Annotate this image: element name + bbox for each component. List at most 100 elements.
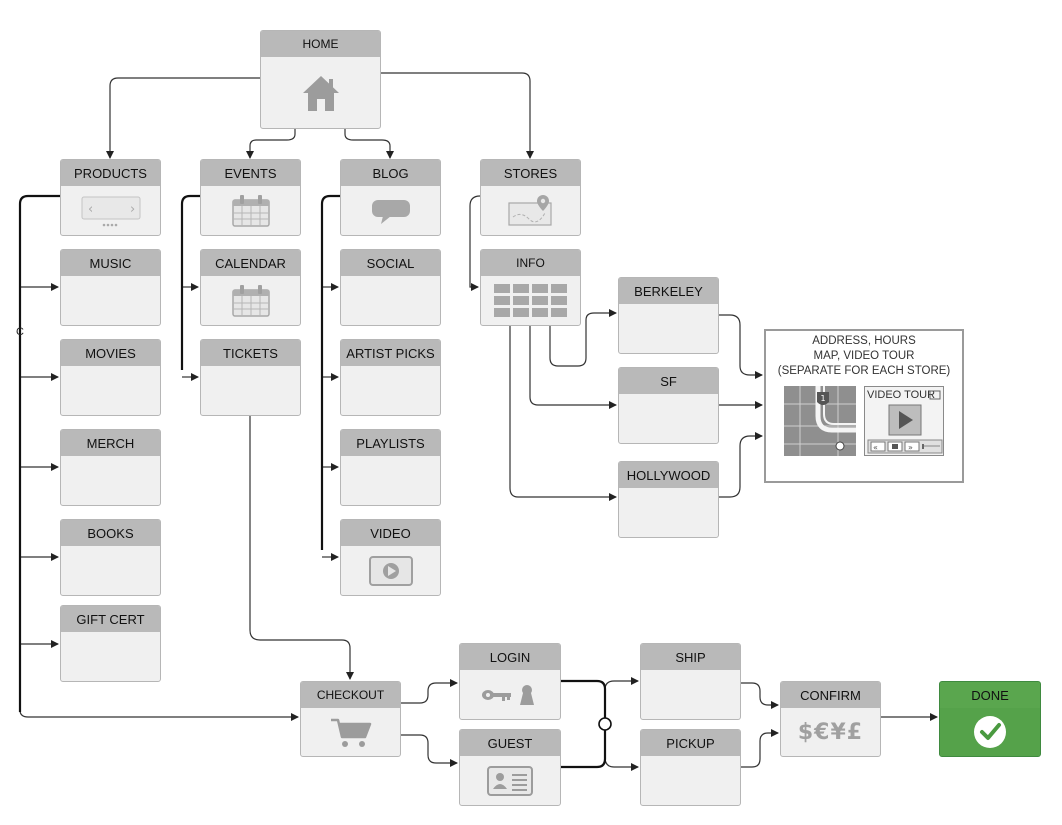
- wire-home-blog: [344, 128, 394, 159]
- wire-products-checkout: [19, 709, 299, 721]
- wire-info-sf: [529, 326, 617, 409]
- svg-text:1: 1: [820, 394, 825, 403]
- node-calendar[interactable]: CALENDAR: [200, 249, 301, 326]
- wire-home-stores: [380, 72, 534, 159]
- node-login-label: LOGIN: [460, 644, 560, 670]
- node-sf-label: SF: [619, 368, 718, 394]
- node-done[interactable]: DONE: [939, 681, 1041, 757]
- node-social-label: SOCIAL: [341, 250, 440, 276]
- node-done-label: DONE: [940, 682, 1040, 709]
- node-confirm[interactable]: CONFIRM $€¥£: [780, 681, 881, 757]
- node-playlists-label: PLAYLISTS: [341, 430, 440, 456]
- node-music-label: MUSIC: [61, 250, 160, 276]
- svg-text:»: »: [908, 443, 913, 452]
- wire-checkout-guest: [401, 734, 458, 767]
- carousel-icon: ‹ ›: [81, 196, 140, 226]
- wire-stores-info: [469, 195, 481, 291]
- video-tour-label: VIDEO TOUR: [867, 389, 936, 401]
- play-button-icon: [368, 555, 413, 586]
- node-products-label: PRODUCTS: [61, 160, 160, 186]
- stray-mark: C: [16, 326, 24, 338]
- currency-icon: $€¥£: [797, 719, 864, 745]
- node-video[interactable]: VIDEO: [340, 519, 441, 596]
- node-ship[interactable]: SHIP: [640, 643, 741, 720]
- wire-info-berkeley: [549, 309, 617, 367]
- node-sf[interactable]: SF: [618, 367, 719, 444]
- node-hollywood-label: HOLLYWOOD: [619, 462, 718, 488]
- node-stores-label: STORES: [481, 160, 580, 186]
- node-music[interactable]: MUSIC: [60, 249, 161, 326]
- trunk-events: [180, 194, 200, 370]
- node-social[interactable]: SOCIAL: [340, 249, 441, 326]
- wire-merge-pickup: [604, 756, 639, 771]
- svg-text:›: ›: [130, 202, 135, 217]
- node-home-label: HOME: [261, 31, 380, 57]
- node-hollywood[interactable]: HOLLYWOOD: [618, 461, 719, 538]
- trunk-blog: [320, 194, 340, 550]
- store-note-line3: (SEPARATE FOR EACH STORE): [777, 365, 951, 377]
- node-stores[interactable]: STORES: [480, 159, 581, 236]
- grid-icon: [493, 283, 567, 317]
- node-blog[interactable]: BLOG: [340, 159, 441, 236]
- node-video-label: VIDEO: [341, 520, 440, 546]
- svg-text:‹: ‹: [88, 202, 93, 217]
- node-tickets-label: TICKETS: [201, 340, 300, 366]
- node-login[interactable]: LOGIN: [459, 643, 561, 720]
- node-movies-label: MOVIES: [61, 340, 160, 366]
- video-tour-panel: VIDEO TOUR « »: [864, 386, 944, 456]
- node-guest-label: GUEST: [460, 730, 560, 756]
- wire-home-products: [106, 77, 260, 159]
- key-lock-icon: [482, 684, 534, 705]
- node-guest[interactable]: GUEST: [459, 729, 561, 806]
- node-movies[interactable]: MOVIES: [60, 339, 161, 416]
- node-pickup[interactable]: PICKUP: [640, 729, 741, 806]
- wire-tickets-checkout: [249, 415, 354, 680]
- calendar-icon: [231, 194, 270, 227]
- node-merch[interactable]: MERCH: [60, 429, 161, 506]
- wire-checkout-login: [401, 679, 458, 704]
- node-artist-picks-label: ARTIST PICKS: [341, 340, 440, 366]
- cart-icon: [330, 718, 371, 747]
- node-checkout[interactable]: CHECKOUT: [300, 681, 401, 757]
- node-home[interactable]: HOME: [260, 30, 381, 129]
- calendar-icon: [231, 284, 270, 317]
- node-berkeley-label: BERKELEY: [619, 278, 718, 304]
- node-berkeley[interactable]: BERKELEY: [618, 277, 719, 354]
- node-gift-cert[interactable]: GIFT CERT: [60, 605, 161, 682]
- wire-info-hollywood: [509, 326, 617, 501]
- node-merch-label: MERCH: [61, 430, 160, 456]
- checkmark-icon: [974, 716, 1006, 748]
- store-details-panel: ADDRESS, HOURS MAP, VIDEO TOUR (SEPARATE…: [764, 329, 964, 483]
- node-products[interactable]: PRODUCTS ‹ ›: [60, 159, 161, 236]
- node-books[interactable]: BOOKS: [60, 519, 161, 596]
- node-tickets[interactable]: TICKETS: [200, 339, 301, 416]
- node-artist-picks[interactable]: ARTIST PICKS: [340, 339, 441, 416]
- id-card-icon: [487, 765, 533, 796]
- store-note-line1: ADDRESS, HOURS: [812, 335, 916, 347]
- node-events[interactable]: EVENTS: [200, 159, 301, 236]
- wire-home-events: [246, 128, 296, 159]
- node-checkout-label: CHECKOUT: [301, 682, 400, 708]
- wire-merge-ship: [604, 677, 639, 691]
- wire-berkeley-note: [719, 314, 763, 379]
- node-pickup-label: PICKUP: [641, 730, 740, 756]
- wire-ship-confirm: [741, 682, 779, 709]
- wire-pickup-confirm: [741, 729, 779, 768]
- wire-hollywood-note: [719, 432, 763, 498]
- node-playlists[interactable]: PLAYLISTS: [340, 429, 441, 506]
- node-gift-cert-label: GIFT CERT: [61, 606, 160, 632]
- node-info-label: INFO: [481, 250, 580, 276]
- map-icon: 1: [784, 386, 856, 456]
- speech-bubble-icon: [371, 199, 410, 224]
- node-confirm-label: CONFIRM: [781, 682, 880, 708]
- video-player-icon: « »: [867, 390, 943, 454]
- node-calendar-label: CALENDAR: [201, 250, 300, 276]
- map-pin-icon: [507, 194, 552, 226]
- node-events-label: EVENTS: [201, 160, 300, 186]
- node-books-label: BOOKS: [61, 520, 160, 546]
- node-info[interactable]: INFO: [480, 249, 581, 326]
- store-note-line2: MAP, VIDEO TOUR: [813, 350, 915, 362]
- svg-text:«: «: [873, 443, 878, 452]
- junction-marker: [598, 717, 612, 731]
